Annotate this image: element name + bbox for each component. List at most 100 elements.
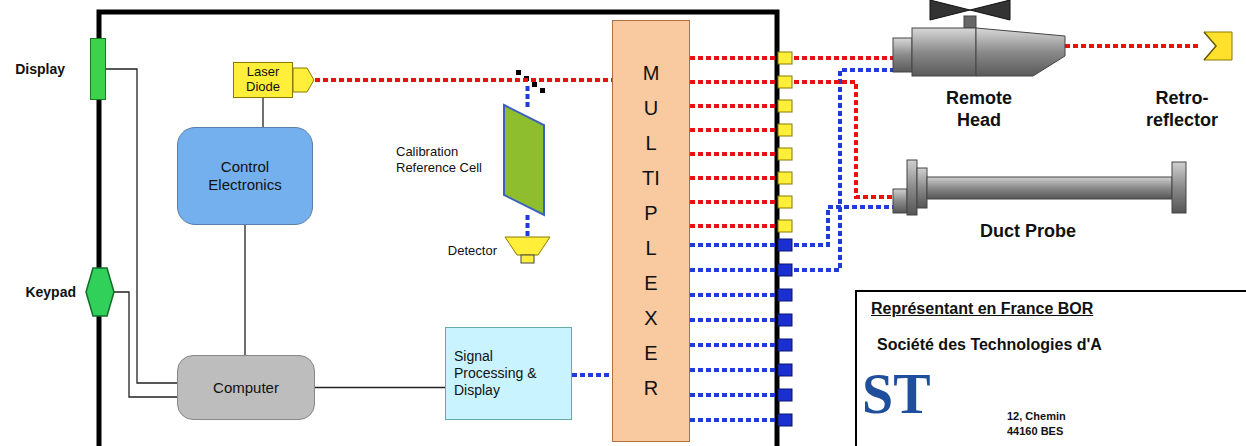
probe-tube <box>927 177 1172 199</box>
detector-symbol: Detector <box>505 237 550 263</box>
detector-port <box>778 239 792 251</box>
node-label: Control Electronics <box>186 158 304 194</box>
detector-port <box>778 364 792 376</box>
connector <box>245 225 246 355</box>
laser-fiber <box>1065 44 1200 48</box>
mirror-dot <box>532 82 537 87</box>
connector <box>572 375 612 376</box>
detector-port <box>778 289 792 301</box>
blue-fiber <box>690 343 778 347</box>
blue-fiber <box>690 293 778 297</box>
duct-probe: Duct Probe <box>893 160 1188 215</box>
retro-shape <box>1200 28 1234 64</box>
laser-port <box>778 220 792 232</box>
reflector-prism <box>1204 32 1232 60</box>
connector <box>114 292 177 397</box>
wire <box>114 292 177 397</box>
retro-reflector: Retro-reflector <box>1200 28 1234 64</box>
hex-shape <box>86 268 114 316</box>
node-label: Société des Technologies d'A <box>877 336 1102 354</box>
detector-port <box>778 414 792 426</box>
blue-fiber <box>690 418 778 422</box>
connector <box>527 215 528 237</box>
detector-base <box>521 255 534 263</box>
connector <box>690 82 893 245</box>
laser-diode-box: Laser Diode <box>233 62 293 98</box>
duct-shape <box>893 160 1188 215</box>
detector-port <box>778 389 792 401</box>
node-label: Detector <box>448 243 497 258</box>
node-label: Calibration Reference Cell <box>396 144 492 175</box>
laser-port <box>778 172 792 184</box>
signal-processing-box: Signal Processing & Display <box>445 327 572 420</box>
mount-post <box>964 16 976 28</box>
connector <box>263 98 264 127</box>
wire <box>244 225 245 355</box>
red-fiber <box>690 176 778 180</box>
node-label: Computer <box>213 379 279 396</box>
blue-fiber <box>526 86 530 108</box>
laser-port <box>778 76 792 88</box>
detector-port <box>778 264 792 276</box>
connector <box>690 58 893 270</box>
instrument-housing <box>99 12 777 446</box>
multiplexer-box: MULTIPLEXER <box>612 20 690 442</box>
node-label: Duct Probe <box>953 221 1103 242</box>
mirror-dot <box>540 88 545 93</box>
wire <box>315 387 445 388</box>
laser-fiber <box>315 78 612 82</box>
logo-text: ST <box>862 366 931 422</box>
node-label: Display <box>15 61 65 77</box>
probe-collar <box>917 168 927 208</box>
head-cone <box>976 28 1065 76</box>
detector-fiber <box>526 215 530 237</box>
remote-shape <box>893 22 1065 80</box>
trap-shape <box>505 237 550 263</box>
reference-cell-outline <box>504 105 544 215</box>
mux-fibres <box>690 58 778 420</box>
head-body <box>912 28 976 76</box>
laser-port <box>778 196 792 208</box>
laser-port <box>778 100 792 112</box>
probe-end-cap <box>1172 162 1186 213</box>
probe-flange <box>907 160 917 215</box>
red-fiber <box>690 152 778 156</box>
remote-head: Remote Head <box>893 22 1065 80</box>
blue-fiber <box>690 318 778 322</box>
laser-fiber <box>690 82 893 197</box>
detector-fiber <box>690 70 893 270</box>
wire <box>262 98 263 127</box>
blue-fiber <box>690 368 778 372</box>
laser-connector <box>293 68 314 92</box>
probe-connector <box>893 189 907 213</box>
red-fiber <box>690 104 778 108</box>
connector <box>1065 46 1200 47</box>
node-label: Représentant en France BOR <box>871 300 1093 318</box>
node-label: 12, Chemin <box>1007 410 1066 422</box>
display-panel: Display <box>90 38 106 100</box>
laser-port <box>778 52 792 64</box>
keypad-hexagon: Keypad <box>86 268 114 316</box>
connector <box>315 387 445 388</box>
node-label: MULTIPLEXER <box>641 56 661 406</box>
laser-port <box>778 148 792 160</box>
keypad-outline <box>86 268 114 316</box>
red-fiber <box>690 224 778 228</box>
blue-fiber <box>690 393 778 397</box>
connector <box>106 69 177 383</box>
head-connector <box>893 38 912 72</box>
node-label: Retro-reflector <box>1132 88 1232 131</box>
node-label: Remote Head <box>929 88 1029 131</box>
calibration-cell: Calibration Reference Cell <box>500 105 548 215</box>
node-label: Keypad <box>25 284 76 300</box>
detector-fiber <box>572 373 612 377</box>
wire <box>106 69 177 383</box>
red-fiber <box>690 128 778 132</box>
node-label: Laser Diode <box>236 65 290 95</box>
mirror-dot <box>516 70 521 75</box>
connector <box>315 80 612 81</box>
para-shape <box>500 105 548 215</box>
node-label: Signal Processing & Display <box>454 348 544 398</box>
